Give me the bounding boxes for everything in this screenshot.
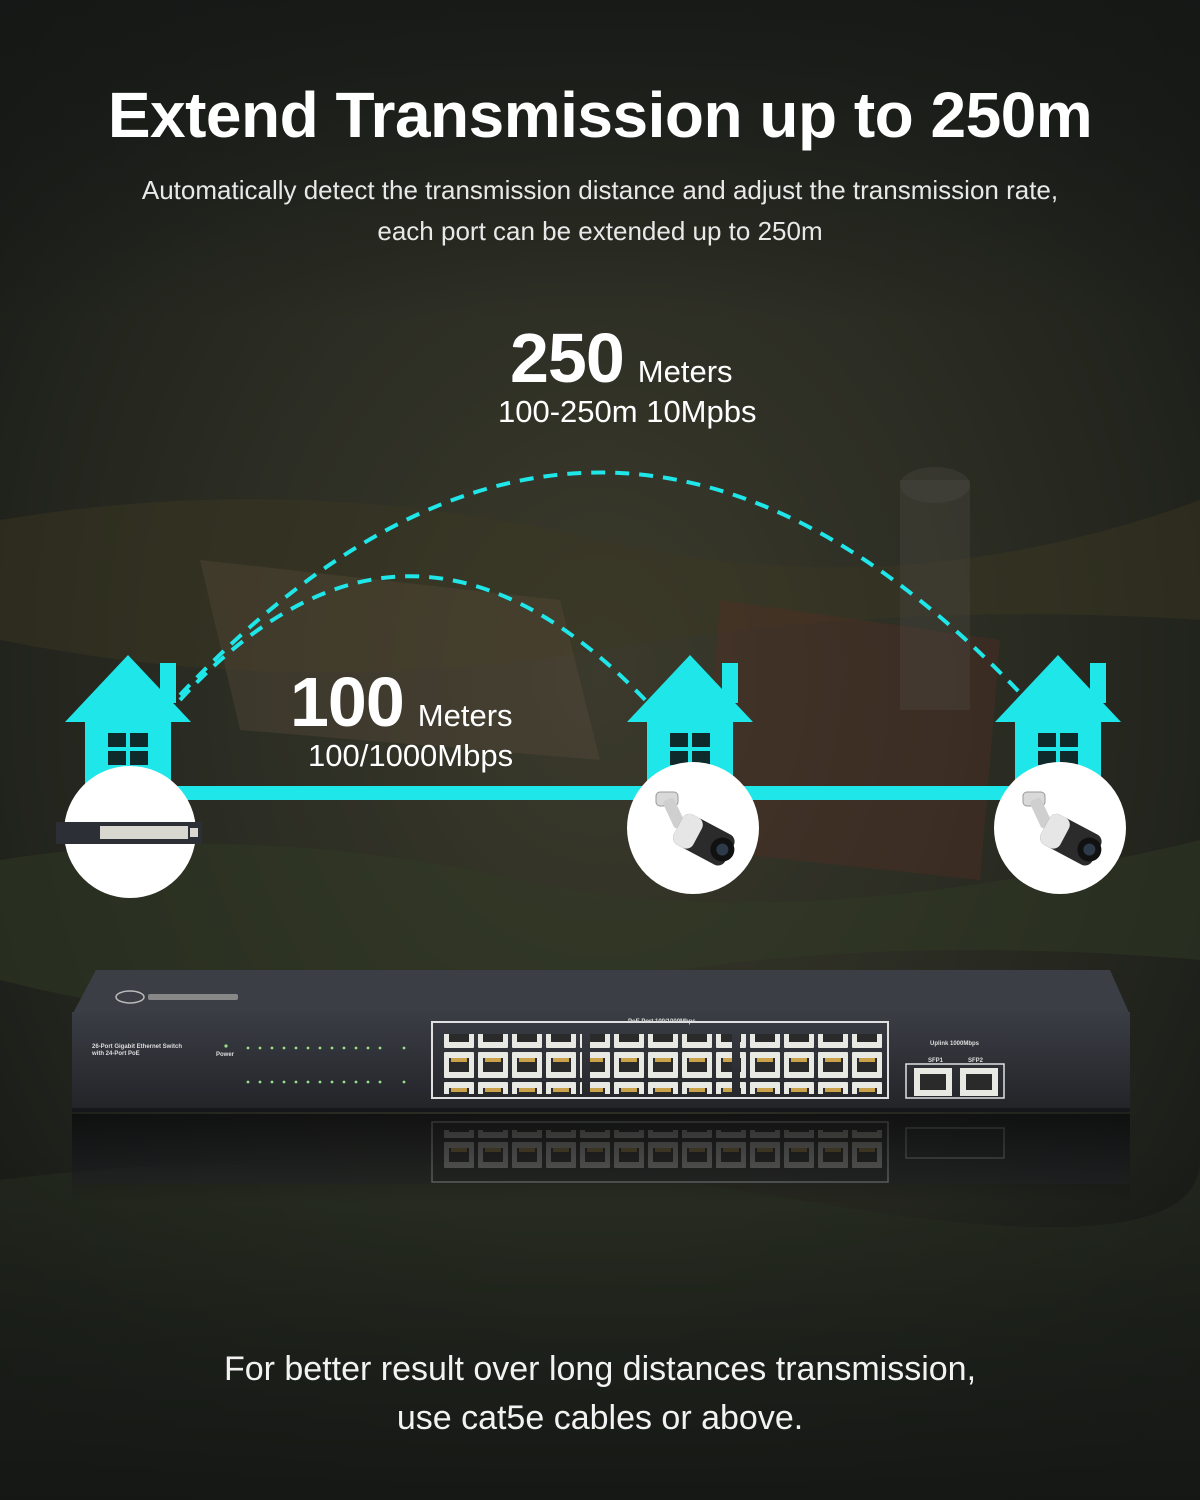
subtitle-line-2: each port can be extended up to 250m — [377, 216, 823, 246]
subtitle: Automatically detect the transmission di… — [60, 170, 1140, 252]
short-range-arc — [178, 574, 652, 707]
short-range-rate: 100/1000Mbps — [308, 738, 514, 773]
brand-logo — [115, 990, 238, 1004]
status-leds — [224, 1044, 406, 1084]
short-range-label: 100 Meters 100/1000Mbps — [290, 662, 513, 774]
long-range-unit: Meters — [637, 354, 733, 389]
long-range-distance: 250 — [510, 319, 625, 397]
camera-icon — [1022, 791, 1102, 866]
poe-switch-product — [72, 970, 1130, 1204]
switch-device-circle — [56, 766, 202, 898]
switch-model-line-2: with 24-Port PoE — [92, 1051, 140, 1057]
headline: Extend Transmission up to 250m — [107, 79, 1093, 151]
switch-uplink-label: Uplink 1000Mbps — [930, 1041, 980, 1047]
camera-device-circle — [627, 762, 759, 894]
switch-model-label: 26-Port Gigabit Ethernet Switch with 24-… — [92, 1044, 182, 1058]
long-range-rate: 100-250m 10Mpbs — [498, 394, 757, 429]
switch-power-label: Power — [216, 1052, 235, 1058]
short-range-unit: Meters — [417, 698, 513, 733]
footer-line-1: For better result over long distances tr… — [223, 1350, 977, 1388]
switch-icon — [56, 822, 202, 844]
long-range-label: 250 Meters 100-250m 10Mpbs — [498, 318, 757, 430]
subtitle-line-1: Automatically detect the transmission di… — [141, 175, 1059, 205]
footer-note: For better result over long distances tr… — [100, 1345, 1100, 1443]
switch-reflection — [72, 1114, 1130, 1204]
short-range-distance: 100 — [290, 663, 405, 741]
cable-line — [160, 786, 1060, 800]
camera-device-circle — [994, 762, 1126, 894]
long-range-arc — [178, 470, 1024, 697]
camera-icon — [655, 791, 735, 866]
switch-model-line-1: 26-Port Gigabit Ethernet Switch — [92, 1044, 183, 1050]
footer-line-2: use cat5e cables or above. — [396, 1399, 804, 1437]
switch-poe-label: PoE Port 100/1000Mbps — [628, 1019, 696, 1025]
switch-sfp1-label: SFP1 — [928, 1058, 944, 1064]
switch-sfp2-label: SFP2 — [968, 1058, 984, 1064]
